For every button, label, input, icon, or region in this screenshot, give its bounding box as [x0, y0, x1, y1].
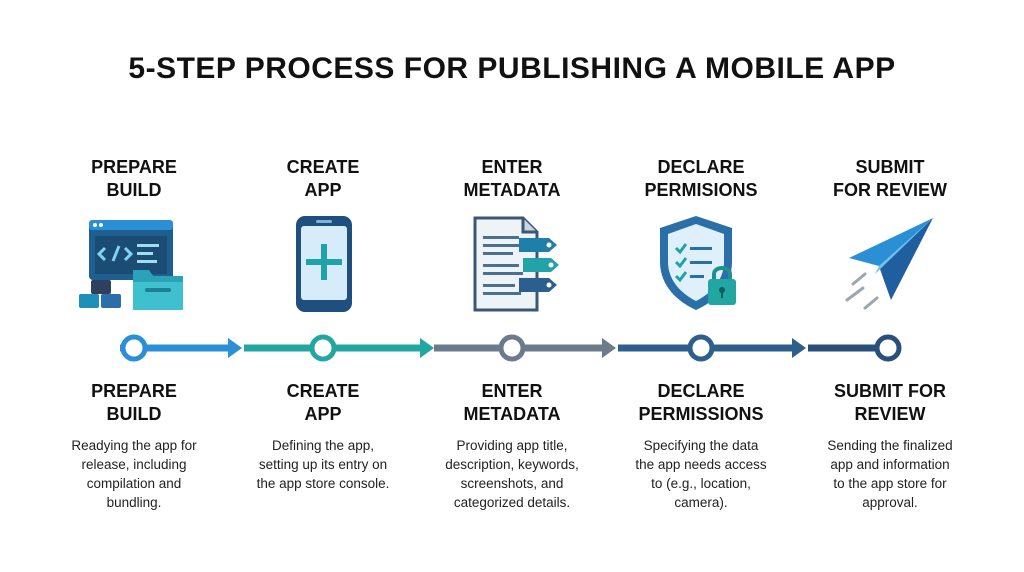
step-description: Providing app title, description, keywor…	[417, 436, 607, 512]
bottom-label-line: ENTER	[481, 381, 543, 401]
diagram-title: 5-STEP PROCESS FOR PUBLISHING A MOBILE A…	[128, 52, 896, 85]
timeline-arrow-3	[602, 338, 616, 358]
desc-line: Defining the app,	[271, 438, 375, 453]
desc-line: categorized details.	[453, 495, 571, 510]
desc-line: bundling.	[106, 495, 162, 510]
paper-plane-icon	[835, 214, 945, 314]
top-label-line: ENTER	[481, 157, 543, 177]
step-bottom-label: CREATE APP	[228, 380, 418, 426]
desc-line: release, including	[81, 457, 187, 472]
step-description: Readying the app for release, including …	[39, 436, 229, 512]
desc-line: setting up its entry on	[258, 457, 388, 472]
timeline-node-4	[687, 334, 715, 362]
step-top-label: DECLARE PERMISIONS	[606, 156, 796, 202]
top-label-line: DECLARE	[657, 157, 745, 177]
step-description: Defining the app, setting up its entry o…	[228, 436, 418, 493]
bottom-label-line: SUBMIT FOR	[834, 381, 946, 401]
timeline-node-1	[120, 334, 148, 362]
process-timeline	[0, 318, 1024, 378]
top-label-line: METADATA	[463, 180, 561, 200]
desc-line: Providing app title,	[456, 438, 568, 453]
top-label-line: SUBMIT	[855, 157, 925, 177]
top-label-line: PREPARE	[91, 157, 177, 177]
bottom-label-line: METADATA	[463, 404, 561, 424]
step-bottom-label: ENTER METADATA	[417, 380, 607, 426]
step-top-label: SUBMIT FOR REVIEW	[795, 156, 985, 202]
desc-line: Specifying the data	[643, 438, 759, 453]
desc-line: compilation and	[86, 476, 182, 491]
step-bottom-label: DECLARE PERMISSIONS	[606, 380, 796, 426]
desc-line: Readying the app for	[71, 438, 197, 453]
top-label-line: CREATE	[286, 157, 360, 177]
desc-line: to (e.g., location,	[651, 476, 751, 491]
desc-line: the app needs access	[635, 457, 767, 472]
code-folder-icon	[79, 214, 189, 314]
bottom-label-line: REVIEW	[854, 404, 926, 424]
step-bottom-label: PREPARE BUILD	[39, 380, 229, 426]
bottom-label-line: PERMISSIONS	[638, 404, 764, 424]
shield-lock-icon	[646, 214, 756, 314]
timeline-arrow-1	[228, 338, 242, 358]
timeline-node-3	[498, 334, 526, 362]
desc-line: the app store console.	[256, 476, 390, 491]
desc-line: to the app store for	[833, 476, 947, 491]
step-top-label: PREPARE BUILD	[39, 156, 229, 202]
desc-line: Sending the finalized	[827, 438, 953, 453]
bottom-label-line: CREATE	[286, 381, 360, 401]
step-bottom-label: SUBMIT FOR REVIEW	[795, 380, 985, 426]
bottom-label-line: PREPARE	[91, 381, 177, 401]
phone-plus-icon	[268, 214, 378, 314]
desc-line: app and information	[830, 457, 950, 472]
desc-line: description, keywords,	[445, 457, 579, 472]
top-label-line: APP	[304, 180, 342, 200]
step-description: Sending the finalized app and informatio…	[795, 436, 985, 512]
timeline-node-2	[309, 334, 337, 362]
document-tags-icon	[457, 214, 567, 314]
timeline-arrow-4	[792, 338, 806, 358]
desc-line: approval.	[862, 495, 918, 510]
bottom-label-line: BUILD	[106, 404, 162, 424]
desc-line: screenshots, and	[460, 476, 564, 491]
top-label-line: PERMISIONS	[644, 180, 758, 200]
step-top-label: ENTER METADATA	[417, 156, 607, 202]
top-label-line: FOR REVIEW	[832, 180, 947, 200]
timeline-arrow-2	[420, 338, 434, 358]
step-top-label: CREATE APP	[228, 156, 418, 202]
bottom-label-line: DECLARE	[657, 381, 745, 401]
bottom-label-line: APP	[304, 404, 342, 424]
top-label-line: BUILD	[106, 180, 162, 200]
timeline-node-5	[874, 334, 902, 362]
step-description: Specifying the data the app needs access…	[606, 436, 796, 512]
desc-line: camera).	[674, 495, 728, 510]
